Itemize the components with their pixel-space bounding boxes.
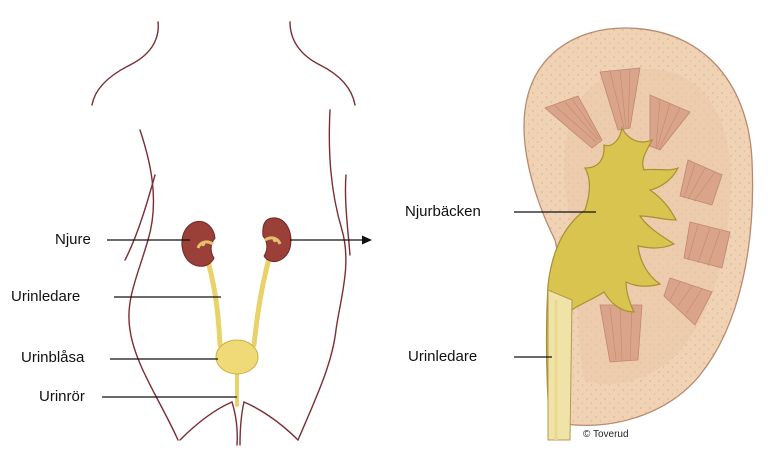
copyright-credit: © Toverud	[583, 430, 629, 440]
ureter-cross-section	[548, 290, 572, 440]
left-kidney	[182, 221, 215, 266]
zoom-arrow	[290, 236, 372, 245]
bladder	[216, 340, 258, 374]
label-urinledare-left: Urinledare	[11, 289, 80, 304]
label-njurbacken: Njurbäcken	[405, 204, 481, 219]
label-njure: Njure	[55, 232, 91, 247]
right-ureter-body	[254, 248, 272, 345]
label-urinledare-right: Urinledare	[408, 349, 477, 364]
label-urinblasa: Urinblåsa	[21, 350, 84, 365]
body-outline	[92, 22, 355, 445]
right-kidney	[263, 218, 291, 262]
kidney-cross-section	[524, 28, 753, 440]
label-urinror: Urinrör	[39, 389, 85, 404]
